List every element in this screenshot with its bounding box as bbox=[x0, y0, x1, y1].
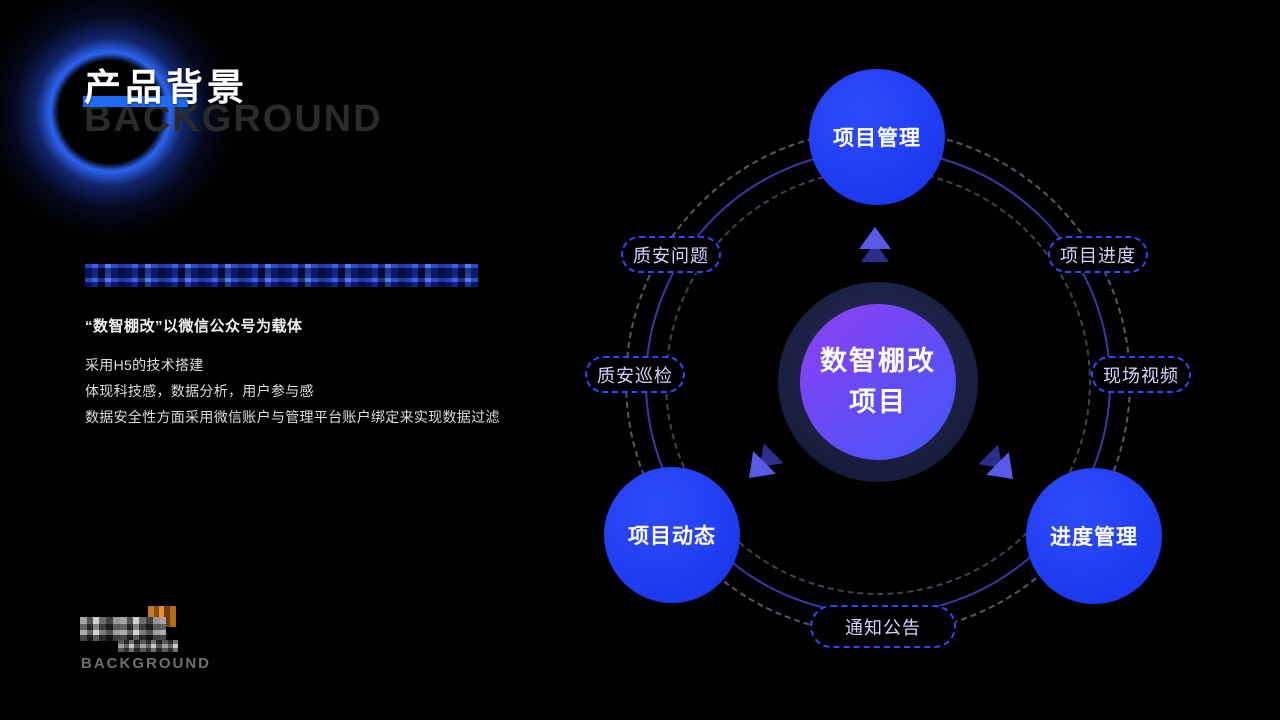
redacted-intro-line bbox=[85, 264, 478, 287]
node-label: 项目管理 bbox=[833, 127, 921, 150]
page-title: 产品背景 bbox=[84, 67, 248, 108]
tag-site-video: 现场视频 bbox=[1091, 356, 1191, 393]
footer-caption: BACKGROUND bbox=[81, 655, 211, 672]
node-label: 进度管理 bbox=[1050, 526, 1138, 549]
intro-text-block: “数智棚改”以微信公众号为载体 采用H5的技术搭建 体现科技感，数据分析，用户参… bbox=[85, 315, 585, 430]
center-node-label-line1: 数智棚改 bbox=[820, 346, 936, 376]
tag-label: 质安问题 bbox=[633, 245, 709, 266]
logo-redacted-subtext bbox=[118, 640, 178, 652]
title-underline bbox=[83, 96, 188, 107]
tag-project-progress: 项目进度 bbox=[1048, 236, 1148, 273]
arrow-up-icon bbox=[859, 227, 891, 262]
intro-point: 数据安全性方面采用微信账户与管理平台账户绑定来实现数据过滤 bbox=[85, 409, 500, 425]
center-node-label-line2: 项目 bbox=[849, 387, 907, 417]
decorative-glow-ring-icon bbox=[0, 0, 245, 247]
intro-lead: “数智棚改”以微信公众号为载体 bbox=[85, 318, 303, 335]
tag-label: 现场视频 bbox=[1103, 365, 1179, 386]
tag-notice-announcement: 通知公告 bbox=[810, 605, 956, 648]
node-progress-management: 进度管理 bbox=[1026, 468, 1162, 604]
arrow-down-right-icon bbox=[978, 444, 1014, 480]
node-project-management: 项目管理 bbox=[809, 69, 945, 205]
arrow-down-left-icon bbox=[748, 443, 784, 479]
tag-quality-safety-inspection: 质安巡检 bbox=[585, 356, 685, 393]
tag-quality-safety-issues: 质安问题 bbox=[621, 236, 721, 273]
tag-label: 通知公告 bbox=[845, 617, 921, 638]
center-node: 数智棚改 项目 bbox=[800, 304, 956, 460]
node-label: 项目动态 bbox=[628, 525, 716, 548]
intro-point: 采用H5的技术搭建 bbox=[85, 357, 204, 373]
node-project-updates: 项目动态 bbox=[604, 467, 740, 603]
intro-point: 体现科技感，数据分析，用户参与感 bbox=[85, 383, 314, 399]
logo-redacted bbox=[80, 617, 166, 641]
tag-label: 项目进度 bbox=[1060, 245, 1136, 266]
tag-label: 质安巡检 bbox=[597, 365, 673, 386]
